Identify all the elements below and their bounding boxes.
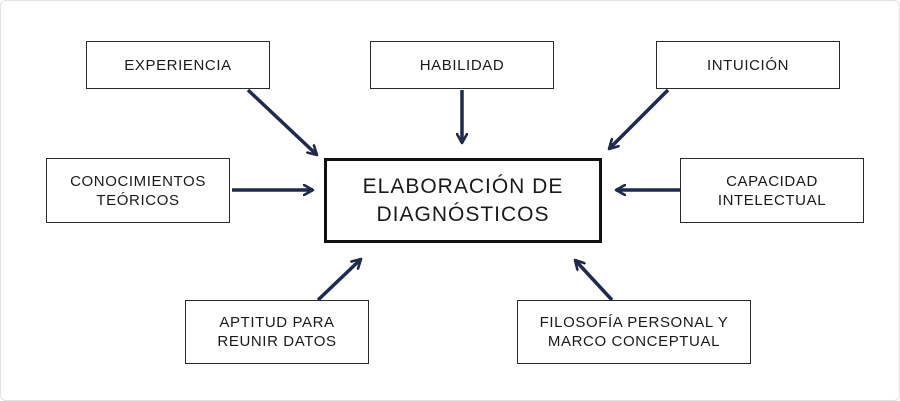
node-capacidad: CAPACIDAD INTELECTUAL xyxy=(680,158,864,223)
arrow-filosofia xyxy=(575,260,614,302)
node-aptitud: APTITUD PARA REUNIR DATOS xyxy=(185,300,369,364)
node-filosofia: FILOSOFÍA PERSONAL Y MARCO CONCEPTUAL xyxy=(517,300,751,364)
node-experiencia: EXPERIENCIA xyxy=(86,41,270,89)
node-filosofia-line-1: FILOSOFÍA PERSONAL Y xyxy=(539,314,729,331)
node-habilidad-label: HABILIDAD xyxy=(419,56,505,74)
node-aptitud-line-2: REUNIR DATOS xyxy=(217,333,337,350)
node-center: ELABORACIÓN DE DIAGNÓSTICOS xyxy=(324,158,602,243)
node-intuicion-label: INTUICIÓN xyxy=(706,56,790,74)
node-conocimientos: CONOCIMIENTOS TEÓRICOS xyxy=(46,158,230,223)
center-line-1: ELABORACIÓN DE xyxy=(362,174,564,198)
node-capacidad-line-2: INTELECTUAL xyxy=(717,191,827,209)
arrow-aptitud xyxy=(316,259,361,302)
node-habilidad: HABILIDAD xyxy=(370,41,554,89)
arrow-experiencia xyxy=(246,88,317,155)
node-capacidad-line-1: CAPACIDAD xyxy=(726,172,818,190)
node-conocimientos-line-1: CONOCIMIENTOS xyxy=(70,172,206,190)
node-experiencia-label: EXPERIENCIA xyxy=(124,56,232,74)
node-filosofia-line-2: MARCO CONCEPTUAL xyxy=(547,333,721,350)
node-conocimientos-line-2: TEÓRICOS xyxy=(96,191,180,209)
node-intuicion: INTUICIÓN xyxy=(656,41,840,89)
arrow-intuicion xyxy=(609,88,670,149)
center-line-2: DIAGNÓSTICOS xyxy=(376,202,550,226)
node-aptitud-line-1: APTITUD PARA xyxy=(219,314,335,331)
